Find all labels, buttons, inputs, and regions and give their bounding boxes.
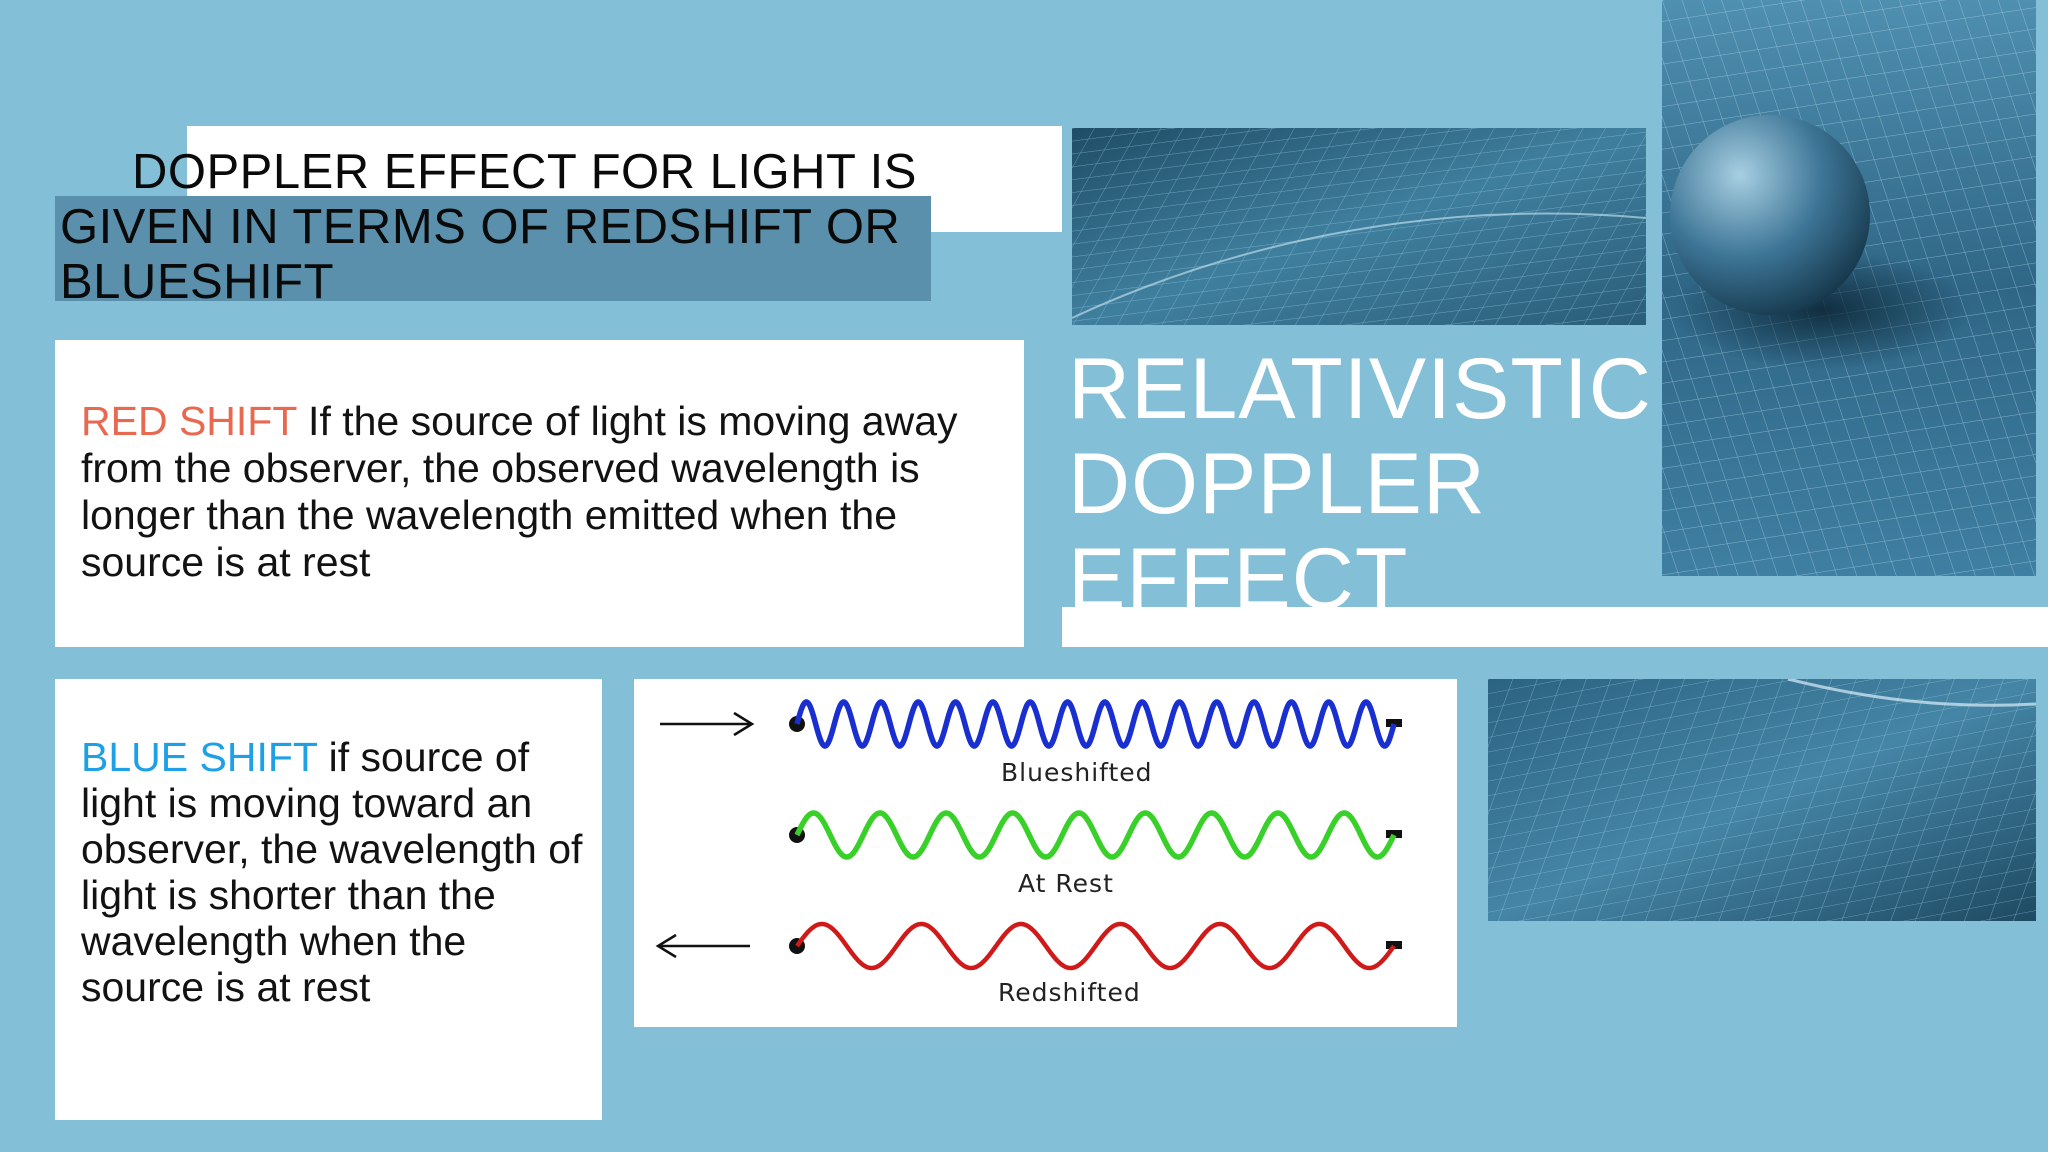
heading-underline-bar	[1062, 607, 2048, 647]
blueshifted-wave	[794, 699, 1397, 749]
title-accent-band	[55, 196, 931, 301]
grid-surface-image	[1072, 128, 1646, 325]
red-shift-term: RED SHIFT	[81, 398, 297, 444]
blue-shift-term: BLUE SHIFT	[81, 734, 318, 780]
at-rest-label: At Rest	[1018, 869, 1114, 898]
slide-title: DOPPLER EFFECT FOR LIGHT IS GIVEN IN TER…	[60, 145, 917, 309]
heading-line-3: EFFECT	[1068, 531, 1409, 627]
red-shift-text: If the source of light is moving away fr…	[81, 398, 958, 585]
arrow-right-icon	[660, 711, 755, 737]
redshifted-label: Redshifted	[998, 978, 1141, 1007]
at-rest-wave	[794, 810, 1397, 860]
blue-wave-end-cap	[1386, 719, 1402, 727]
sphere-grid-image	[1662, 0, 2036, 576]
wave-diagram: Blueshifted At Rest Redshifted	[634, 679, 1457, 1027]
blueshifted-label: Blueshifted	[1001, 758, 1153, 787]
blue-shift-text: if source of light is moving toward an o…	[81, 734, 583, 1010]
slide-heading: RELATIVISTIC DOPPLER EFFECT	[1068, 342, 1688, 627]
green-wave-end-cap	[1386, 830, 1402, 838]
heading-line-2: DOPPLER	[1068, 436, 1487, 532]
red-shift-card: RED SHIFT If the source of light is movi…	[55, 340, 1024, 647]
blue-shift-description: BLUE SHIFT if source of light is moving …	[81, 734, 591, 1010]
heading-line-1: RELATIVISTIC	[1068, 341, 1652, 437]
red-wave-end-cap	[1386, 941, 1402, 949]
redshifted-wave	[795, 921, 1396, 971]
red-shift-description: RED SHIFT If the source of light is movi…	[81, 398, 1001, 586]
blue-shift-card: BLUE SHIFT if source of light is moving …	[55, 679, 602, 1120]
wave-diagram-svg: Blueshifted At Rest Redshifted	[655, 699, 1402, 1007]
grid-wave-image	[1488, 679, 2036, 921]
arrow-left-icon	[655, 933, 750, 959]
